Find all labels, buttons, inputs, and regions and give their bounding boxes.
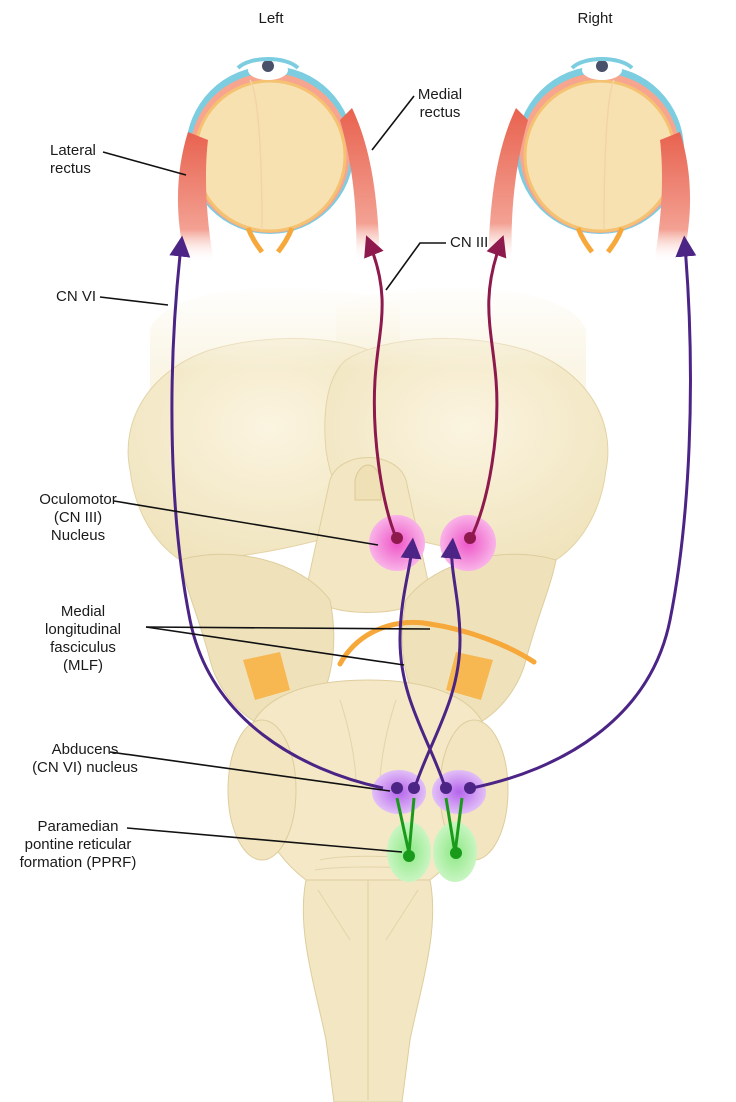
- right-medial-rectus-muscle: [488, 108, 528, 262]
- right-pprf-dot: [450, 847, 462, 859]
- abducens-dot-1: [391, 782, 403, 794]
- label-mlf: Medial longitudinal fasciculus (MLF): [20, 603, 146, 675]
- right-oculomotor-dot: [464, 532, 476, 544]
- left-eye: [186, 59, 354, 252]
- heading-left: Left: [251, 10, 291, 28]
- abducens-dot-3: [440, 782, 452, 794]
- abducens-dot-4: [464, 782, 476, 794]
- label-cn-iii: CN III: [450, 234, 488, 252]
- label-pprf: Paramedian pontine reticular formation (…: [3, 818, 153, 872]
- label-oculomotor-nucleus: Oculomotor (CN III) Nucleus: [22, 491, 134, 545]
- label-cn-vi: CN VI: [56, 288, 96, 306]
- right-eye: [516, 59, 684, 252]
- label-abducens-nucleus: Abducens (CN VI) nucleus: [20, 741, 150, 777]
- heading-right: Right: [570, 10, 620, 28]
- left-oculomotor-dot: [391, 532, 403, 544]
- label-lateral-rectus: Lateral rectus: [50, 142, 96, 178]
- abducens-dot-2: [408, 782, 420, 794]
- left-pprf-dot: [403, 850, 415, 862]
- brainstem: [120, 280, 620, 1102]
- label-medial-rectus: Medial rectus: [408, 86, 472, 122]
